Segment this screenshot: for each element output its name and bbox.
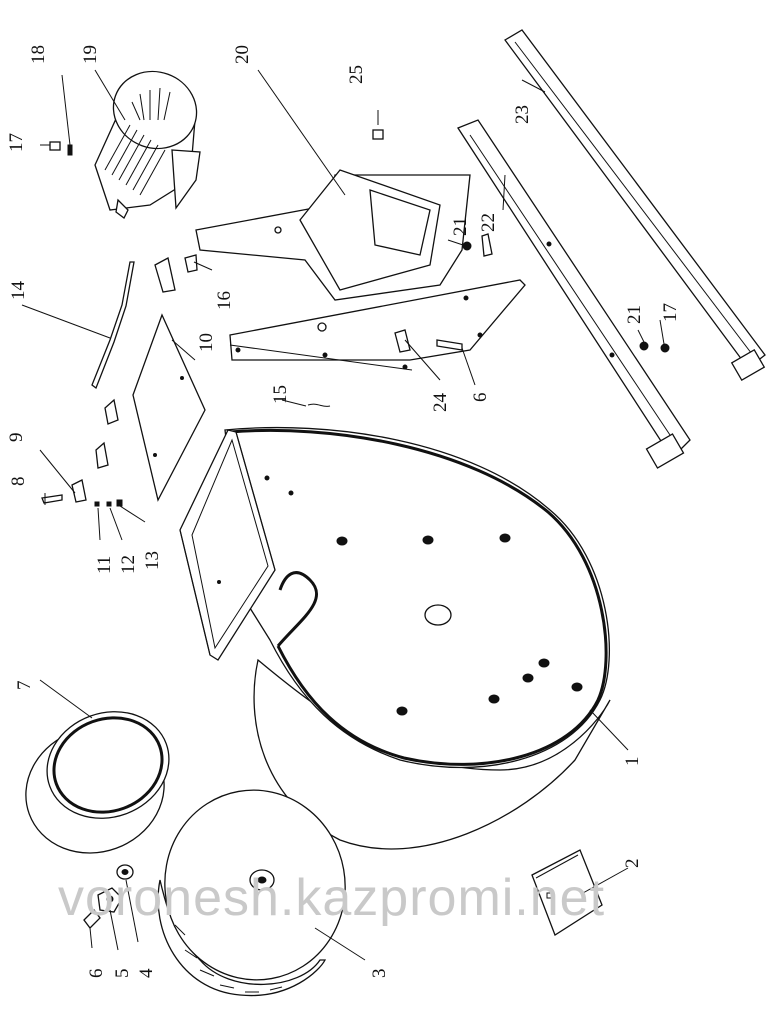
label-10: 10 [196, 333, 217, 352]
label-19: 19 [80, 45, 101, 64]
bolt-6-upper [436, 339, 463, 351]
label-16: 16 [214, 291, 235, 310]
clip-small [95, 398, 119, 469]
label-5: 5 [112, 969, 133, 979]
label-22: 22 [478, 213, 499, 232]
bolt-22 [481, 233, 493, 257]
clip-9 [71, 479, 87, 503]
nut-25 [372, 129, 384, 140]
fastener-18 [67, 144, 73, 156]
rail-beam [504, 29, 766, 382]
label-14: 14 [8, 281, 29, 301]
bolt [83, 909, 101, 929]
rod-14 [91, 261, 135, 390]
label-18: 18 [28, 45, 49, 64]
label-7: 7 [14, 681, 35, 691]
plate-10 [132, 313, 206, 502]
washer-12 [106, 501, 112, 507]
label-15: 15 [270, 385, 291, 404]
label-17-lower: 17 [660, 303, 681, 322]
washer-21-upper [462, 241, 472, 251]
label-13: 13 [142, 551, 163, 570]
motor [94, 70, 201, 219]
pin-15 [307, 403, 331, 407]
label-21-upper: 21 [450, 217, 471, 236]
base-frame [457, 119, 691, 469]
washer [116, 864, 134, 880]
leader-lines [21, 69, 665, 961]
impeller [157, 789, 346, 997]
label-8: 8 [8, 477, 29, 487]
part-number-labels: 1 2 3 4 5 6 6 7 8 9 10 11 12 13 14 15 16… [6, 45, 681, 978]
nut-13 [116, 499, 123, 507]
label-9: 9 [6, 433, 27, 443]
inlet-ring [25, 711, 170, 854]
bolt-24 [394, 329, 411, 353]
label-2: 2 [622, 859, 643, 869]
label-11: 11 [94, 556, 115, 574]
label-4: 4 [136, 968, 157, 978]
nut-17-lower [660, 343, 670, 353]
label-6-upper: 6 [470, 393, 491, 403]
watermark: voronesh.kazpromi.net [58, 869, 605, 927]
label-21-lower: 21 [624, 305, 645, 324]
frame-bracket [195, 169, 526, 371]
label-25: 25 [346, 65, 367, 84]
fastener-17-top [49, 141, 61, 151]
washer-21-lower [639, 341, 649, 351]
inspection-cover [531, 849, 603, 936]
label-17-top: 17 [6, 133, 27, 152]
bolt-8 [41, 494, 63, 504]
nut [97, 887, 123, 913]
fan-housing [179, 426, 611, 850]
clip-16 [154, 254, 198, 293]
label-6: 6 [86, 969, 107, 979]
label-23: 23 [512, 105, 533, 124]
washer-11 [94, 501, 100, 507]
label-12: 12 [118, 555, 139, 574]
label-1: 1 [622, 757, 643, 767]
label-24: 24 [430, 393, 451, 413]
label-3: 3 [369, 969, 390, 979]
label-20: 20 [232, 45, 253, 64]
